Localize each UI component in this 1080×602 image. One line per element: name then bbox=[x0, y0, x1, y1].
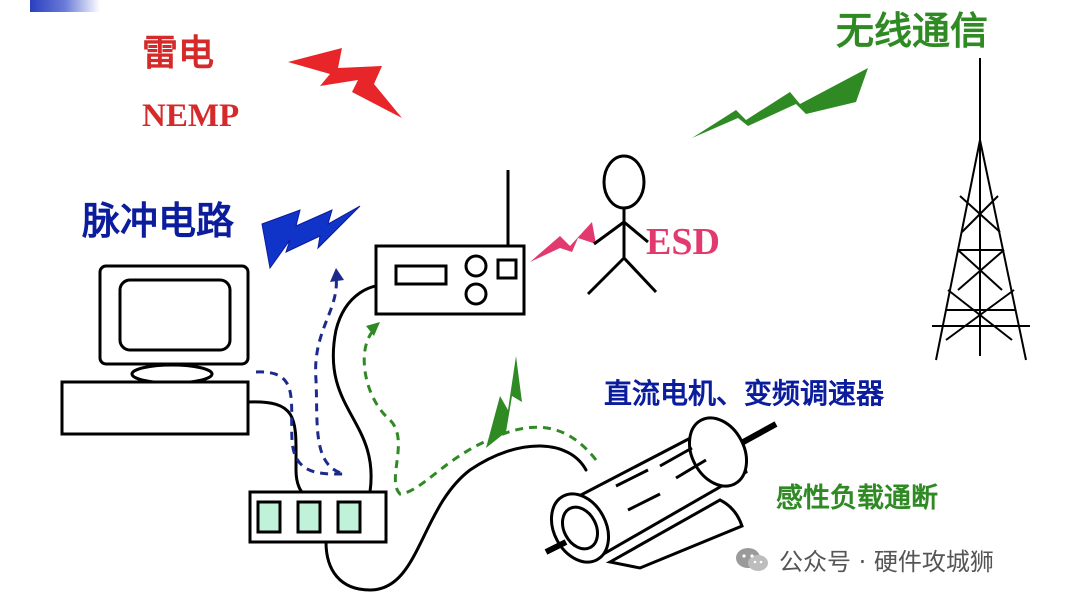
motor bbox=[544, 416, 778, 570]
inductive-load-label: 感性负载通断 bbox=[776, 483, 938, 514]
pulse-bolt-icon bbox=[261, 205, 361, 270]
watermark: 公众号 · 硬件攻城狮 bbox=[735, 542, 994, 577]
title-bar-accent bbox=[30, 0, 100, 12]
lightning-label: 雷电 bbox=[142, 33, 215, 74]
watermark-text: 公众号 · 硬件攻城狮 bbox=[779, 548, 994, 576]
computer-base bbox=[60, 380, 250, 436]
junction-box bbox=[248, 490, 388, 544]
inductive-bolt-icon bbox=[486, 356, 522, 448]
esd-label: ESD bbox=[646, 221, 720, 263]
esd-bolt-icon bbox=[530, 222, 596, 262]
pulse-circuit-label: 脉冲电路 bbox=[82, 199, 235, 243]
person-figure bbox=[586, 154, 658, 296]
wireless-bolt-icon bbox=[692, 68, 868, 138]
wechat-icon bbox=[735, 547, 769, 573]
radio-tower bbox=[932, 58, 1030, 361]
cables bbox=[246, 284, 588, 592]
radio-device bbox=[374, 170, 526, 316]
coupling-path-green bbox=[362, 322, 598, 496]
wireless-label: 无线通信 bbox=[836, 9, 989, 53]
computer-monitor bbox=[98, 264, 250, 385]
motor-label: 直流电机、变频调速器 bbox=[604, 377, 885, 410]
coupling-path-blue bbox=[255, 268, 345, 476]
lightning-bolt-icon bbox=[288, 48, 402, 118]
nemp-label: NEMP bbox=[142, 98, 240, 134]
